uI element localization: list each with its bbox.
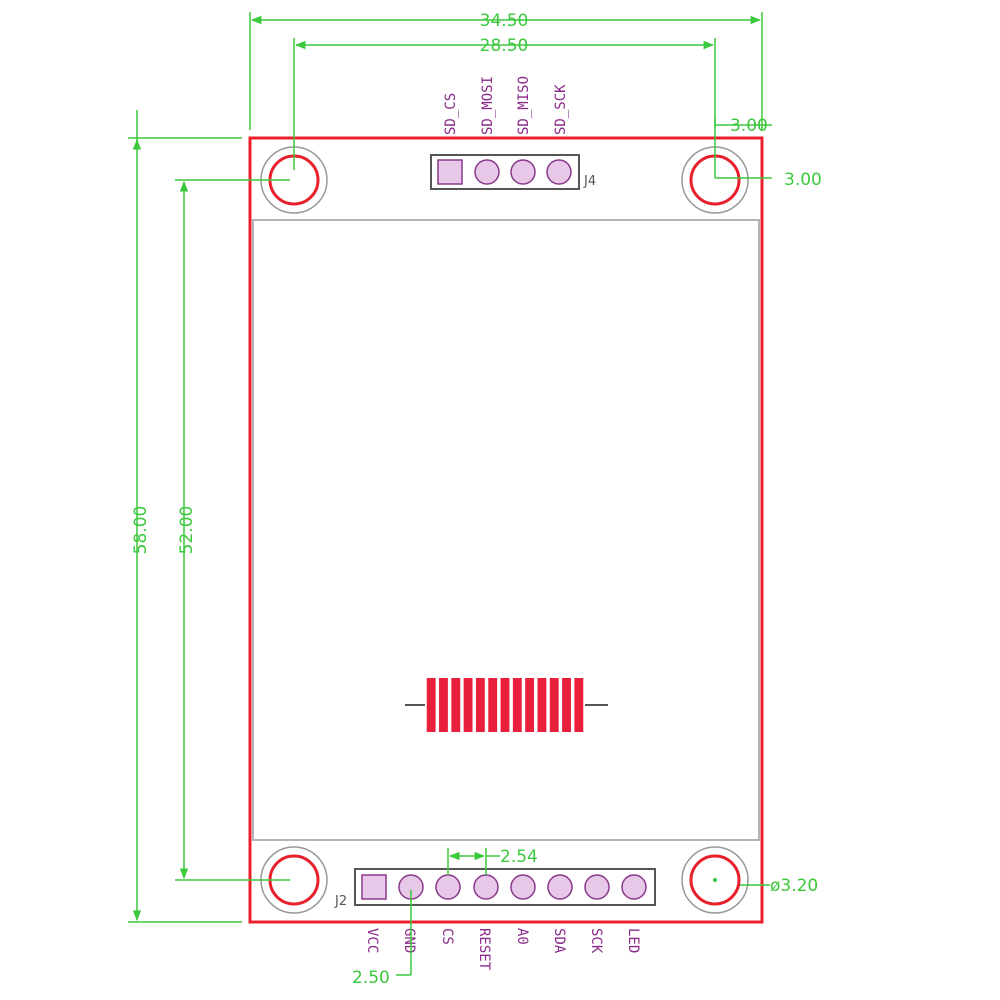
screen-area xyxy=(252,219,760,841)
fpc-finger xyxy=(549,678,559,732)
dim-hole-diameter: ø3.20 xyxy=(770,876,818,896)
pin-pad xyxy=(473,874,499,900)
header-ref-label: J4 xyxy=(583,174,596,189)
header-j2-body xyxy=(354,868,656,906)
fpc-finger xyxy=(562,678,571,732)
pin-pad xyxy=(621,874,647,900)
pin-label: GND xyxy=(401,928,417,953)
pin-label: A0 xyxy=(514,928,530,945)
pin-label: SD_MOSI xyxy=(480,76,496,135)
dimension-labels: 34.50 28.50 58.00 52.00 3.00 3.00 2.54 2… xyxy=(131,11,822,988)
pin-label: CS xyxy=(439,928,455,945)
fpc-finger xyxy=(463,678,473,732)
fpc-connector xyxy=(405,678,608,732)
pin-label: LED xyxy=(625,928,641,953)
pin-pad xyxy=(510,874,536,900)
fpc-finger xyxy=(574,678,584,732)
header-j4-body xyxy=(430,154,580,190)
mounting-hole-bottom-right xyxy=(681,846,749,914)
fpc-finger xyxy=(525,678,535,732)
pin-label: SCK xyxy=(588,928,604,954)
pin-label: SD_CS xyxy=(443,93,459,135)
pin-label: VCC xyxy=(364,928,380,953)
dim-overall-height: 58.00 xyxy=(131,506,151,555)
fpc-finger xyxy=(537,678,547,732)
dim-overall-width: 34.50 xyxy=(480,11,529,31)
header-j4: J4 SD_CS SD_MOSI SD_MISO SD_SCK xyxy=(430,76,596,190)
pin-label: SD_MISO xyxy=(516,76,532,135)
fpc-finger xyxy=(488,678,498,732)
pin-pad xyxy=(435,874,461,900)
fpc-finger xyxy=(426,678,436,732)
dim-hole-offset-x: 3.00 xyxy=(730,116,768,136)
fpc-finger xyxy=(512,678,522,732)
header-ref-label: J2 xyxy=(334,894,347,909)
pin-pad-square xyxy=(361,874,387,900)
dim-pin-pitch: 2.54 xyxy=(500,847,538,867)
pin-label: SDA xyxy=(551,928,567,954)
pin-label: RESET xyxy=(476,928,492,971)
header-j2: J2 VCC GND CS RESET A0 SDA SCK LED xyxy=(334,868,656,971)
pcb-outline xyxy=(248,136,764,924)
pin-label: SD_SCK xyxy=(553,84,569,135)
fpc-finger xyxy=(475,678,485,732)
dim-hole-offset-y: 3.00 xyxy=(784,170,822,190)
pin-pad xyxy=(584,874,610,900)
pin-pad-square xyxy=(437,159,463,185)
dim-hole-spacing-y: 52.00 xyxy=(177,506,197,555)
pin-pad xyxy=(546,159,572,185)
fpc-finger xyxy=(500,678,510,732)
fpc-finger xyxy=(451,678,461,732)
dim-hole-spacing-x: 28.50 xyxy=(480,36,529,56)
pin-pad xyxy=(474,159,500,185)
pin-pad xyxy=(510,159,536,185)
fpc-finger xyxy=(439,678,448,732)
dimension-lines xyxy=(128,12,772,976)
pin-pad xyxy=(547,874,573,900)
dim-pin-offset: 2.50 xyxy=(352,968,390,988)
pcb-board xyxy=(248,136,764,924)
